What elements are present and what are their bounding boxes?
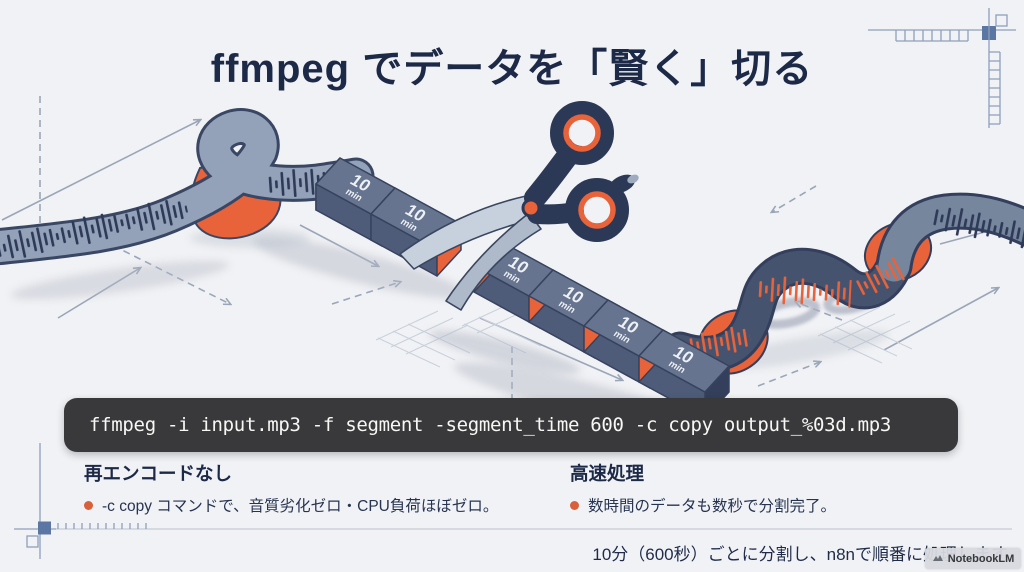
feature-heading: 高速処理 bbox=[570, 463, 645, 484]
blueprint-corner-top-right bbox=[868, 8, 1016, 128]
page-title: ffmpeg でデータを「賢く」切る bbox=[210, 47, 814, 91]
notebooklm-logo-icon bbox=[932, 554, 943, 561]
footer-caption: 10分（600秒）ごとに分割し、n8nで順番に処理します bbox=[592, 545, 1008, 564]
notebooklm-watermark: NotebookLM bbox=[925, 548, 1021, 569]
feature-bullet-text: -c copy コマンドで、音質劣化ゼロ・CPU負荷ほぼゼロ。 bbox=[102, 498, 499, 515]
bullet-dot-icon bbox=[84, 500, 93, 510]
scissors-pivot bbox=[521, 198, 541, 218]
feature-no-reencode: 再エンコードなし -c copy コマンドで、音質劣化ゼロ・CPU負荷ほぼゼロ。 bbox=[84, 460, 498, 516]
scissors-icon bbox=[399, 101, 639, 311]
watermark-label: NotebookLM bbox=[947, 552, 1015, 565]
audio-ribbon-left bbox=[0, 108, 375, 266]
ffmpeg-command-text: ffmpeg -i input.mp3 -f segment -segment_… bbox=[89, 414, 892, 436]
feature-fast-processing: 高速処理 数時間のデータも数秒で分割完了。 bbox=[570, 460, 836, 516]
blueprint-corner-bottom-left bbox=[14, 443, 1012, 559]
bullet-dot-icon bbox=[570, 500, 579, 510]
feature-bullet-text: 数時間のデータも数秒で分割完了。 bbox=[588, 498, 837, 515]
audio-ribbon-right bbox=[661, 192, 1024, 375]
feature-heading: 再エンコードなし bbox=[84, 463, 233, 484]
ffmpeg-command-box: ffmpeg -i input.mp3 -f segment -segment_… bbox=[64, 398, 958, 452]
